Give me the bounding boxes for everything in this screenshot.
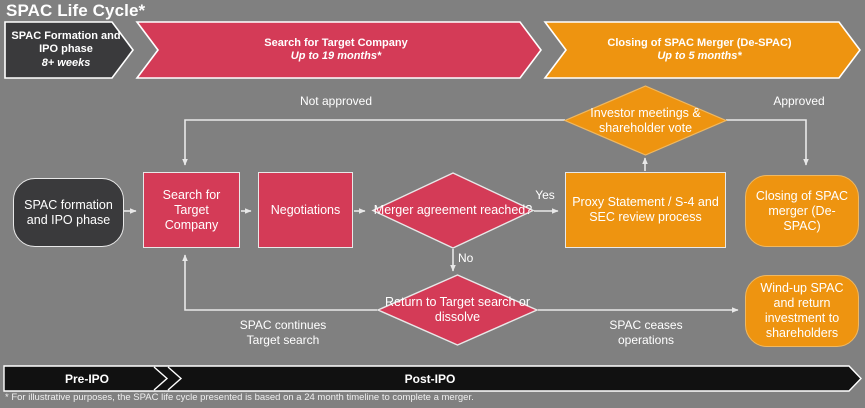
node-label: Merger agreement reached? xyxy=(373,203,533,217)
phase-banner-text: SPAC Formation and IPO phase 8+ weeks xyxy=(5,30,133,71)
phase-banner-shape xyxy=(4,21,134,79)
phase-banner-formation: SPAC Formation and IPO phase 8+ weeks xyxy=(4,21,134,79)
diamond-shape xyxy=(371,172,535,249)
node-search-target[interactable]: Search for Target Company xyxy=(143,172,240,248)
phase-banner-text: Search for Target Company Up to 19 month… xyxy=(264,37,413,64)
phase-banner-search: Search for Target Company Up to 19 month… xyxy=(135,21,542,79)
phase-banner-duration: Up to 5 months* xyxy=(657,50,742,62)
timeline-bar xyxy=(3,365,862,392)
node-label: Proxy Statement / S-4 and SEC review pro… xyxy=(572,195,719,224)
edge-label-spac-ceases: SPAC ceases operations xyxy=(609,318,683,347)
footnote: * For illustrative purposes, the SPAC li… xyxy=(5,392,474,403)
node-return-target[interactable]: Return to Target search or dissolve xyxy=(376,274,539,346)
phase-banner-duration: Up to 19 months* xyxy=(290,50,382,62)
page-title: SPAC Life Cycle* xyxy=(6,1,146,20)
node-closing-merger[interactable]: Closing of SPAC merger (De-SPAC) xyxy=(745,175,859,247)
node-label: Negotiations xyxy=(270,202,341,217)
diamond-shape xyxy=(376,274,539,346)
phase-banner-shape xyxy=(543,21,861,79)
edge-label-approved: Approved xyxy=(773,94,825,108)
timeline-label-post-ipo: Post-IPO xyxy=(404,372,456,386)
phase-banner-closing: Closing of SPAC Merger (De-SPAC) Up to 5… xyxy=(543,21,861,79)
diamond-shape xyxy=(563,85,728,156)
edge-label-no: No xyxy=(458,251,474,265)
phase-banner-title: Search for Target Company xyxy=(264,36,408,49)
timeline-label-pre-ipo: Pre-IPO xyxy=(64,372,109,386)
node-proxy-statement[interactable]: Proxy Statement / S-4 and SEC review pro… xyxy=(565,172,726,248)
edge-label-yes: Yes xyxy=(535,188,555,202)
node-spac-formation[interactable]: SPAC formation and IPO phase xyxy=(13,178,124,247)
phase-banner-shape xyxy=(135,21,542,79)
edge-label-not-approved: Not approved xyxy=(299,94,373,108)
node-label: Closing of SPAC merger (De-SPAC) xyxy=(755,188,849,233)
phase-banner-text: Closing of SPAC Merger (De-SPAC) Up to 5… xyxy=(607,37,797,64)
timeline-bar-shape xyxy=(3,365,862,392)
edge-label-spac-continues: SPAC continues Target search xyxy=(239,318,327,347)
phase-banner-title: SPAC Formation and IPO phase xyxy=(11,29,121,56)
node-negotiations[interactable]: Negotiations xyxy=(258,172,353,248)
phase-banner-title: Closing of SPAC Merger (De-SPAC) xyxy=(607,36,792,49)
node-label: Wind-up SPAC and return investment to sh… xyxy=(760,281,844,340)
phase-banner-duration: 8+ weeks xyxy=(41,56,91,69)
node-label: Search for Target Company xyxy=(162,187,221,232)
node-label: Investor meetings & shareholder vote xyxy=(590,105,701,135)
node-wind-up[interactable]: Wind-up SPAC and return investment to sh… xyxy=(745,275,859,347)
node-label: SPAC formation and IPO phase xyxy=(24,197,113,227)
node-label: Return to Target search or dissolve xyxy=(385,295,530,324)
node-merger-agreement[interactable]: Merger agreement reached? xyxy=(371,172,535,249)
node-investor-meetings[interactable]: Investor meetings & shareholder vote xyxy=(563,85,728,156)
